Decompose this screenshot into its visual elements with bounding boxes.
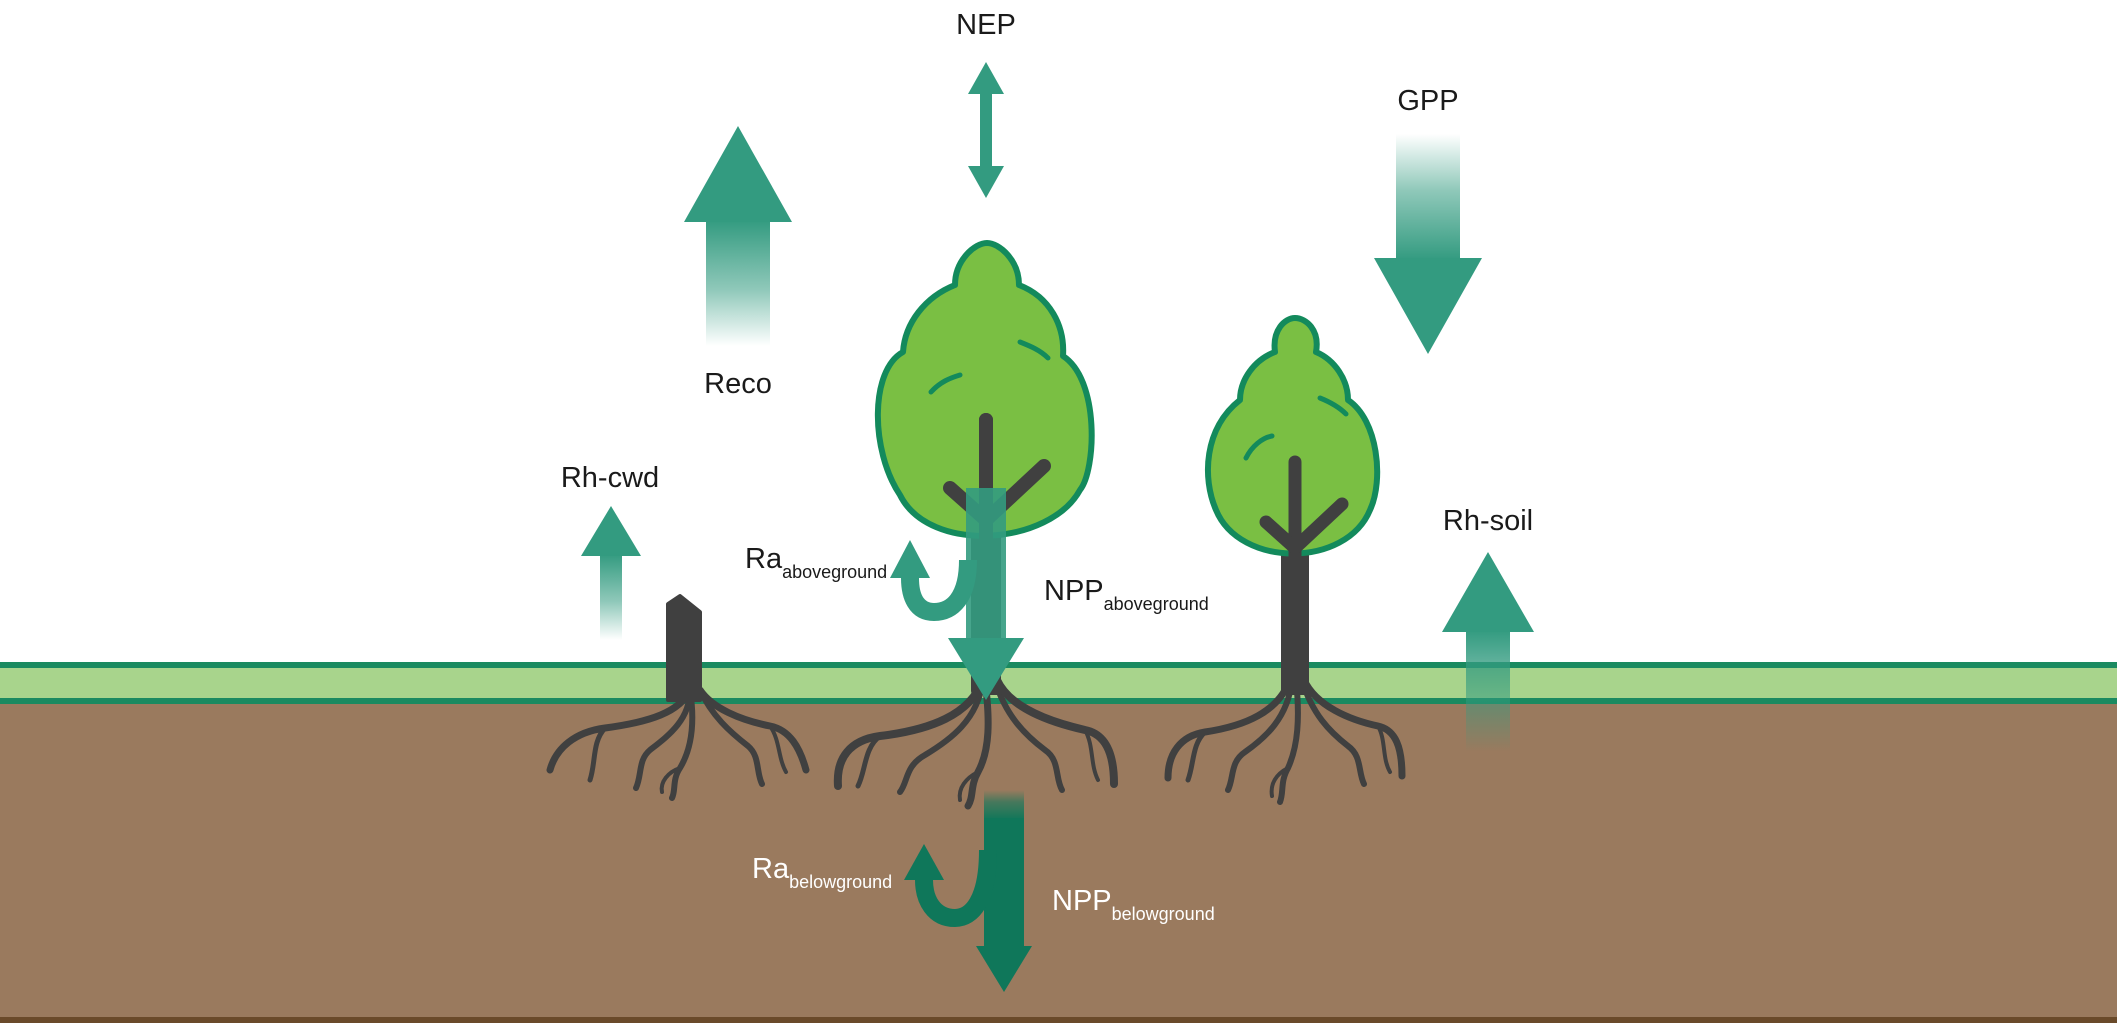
ra-belowground-label: Rabelowground	[752, 853, 892, 892]
rh-cwd-label: Rh-cwd	[561, 462, 659, 494]
stump	[666, 594, 702, 702]
rh-soil-label: Rh-soil	[1443, 505, 1533, 537]
npp-aboveground-label: NPPaboveground	[1044, 575, 1209, 614]
reco-label: Reco	[704, 368, 772, 400]
grass-bottom-line	[0, 698, 2117, 704]
grass-top-line	[0, 662, 2117, 668]
reco-arrow	[684, 126, 792, 346]
npp-belowground-label: NPPbelowground	[1052, 885, 1215, 924]
rh-soil-arrow	[1442, 552, 1534, 752]
stump-roots	[546, 686, 810, 801]
gpp-arrow	[1374, 134, 1482, 354]
rh-cwd-arrow	[581, 506, 641, 640]
ra-belowground-arrow	[904, 844, 997, 928]
right-tree-roots	[1164, 676, 1406, 805]
right-tree-trunk	[1281, 540, 1309, 695]
ra-aboveground-arrow	[890, 540, 977, 622]
ra-aboveground-label: Raaboveground	[745, 543, 887, 582]
soil-bottom-line	[0, 1017, 2117, 1023]
soil-layer	[0, 702, 2117, 1020]
right-tree-canopy	[1205, 315, 1381, 557]
nep-arrow	[968, 62, 1004, 198]
ground	[0, 662, 2117, 1023]
grass-layer	[0, 666, 2117, 702]
nep-label: NEP	[956, 9, 1016, 41]
right-tree	[1205, 315, 1381, 695]
middle-tree-roots	[833, 676, 1118, 810]
gpp-label: GPP	[1397, 85, 1458, 117]
